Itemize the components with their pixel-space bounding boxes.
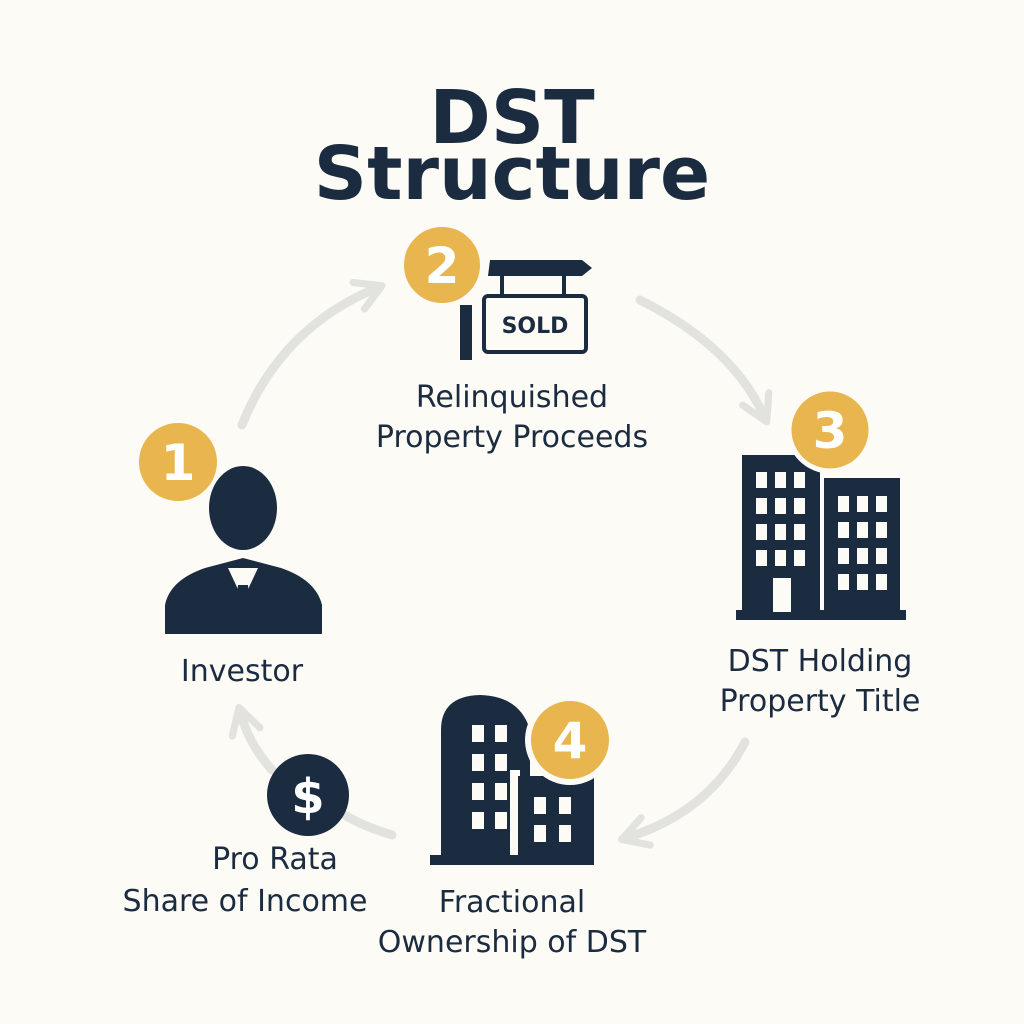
sold-sign-icon: SOLD [460, 260, 592, 360]
svg-text:4: 4 [553, 712, 588, 770]
title-line-1: DST [429, 75, 595, 161]
arrow-1-to-2 [237, 278, 386, 430]
step-badge-1: 1 [135, 419, 221, 505]
sold-sign-text: SOLD [502, 314, 569, 339]
building-window [857, 496, 868, 512]
building-window [534, 797, 546, 814]
dollar-icon: $ [267, 754, 349, 836]
building-window [756, 498, 767, 514]
income-label-line-2: Share of Income [122, 884, 368, 919]
investor-silhouette-icon [165, 466, 322, 634]
step-badge-4: 4 [525, 695, 615, 785]
building-window [775, 472, 786, 488]
building-window [756, 550, 767, 566]
building-window [472, 754, 484, 771]
building-window [794, 550, 805, 566]
step-badge-3: 3 [786, 386, 874, 474]
step-4-label-line-2: Ownership of DST [377, 925, 647, 960]
building-window [876, 496, 887, 512]
building-window [756, 524, 767, 540]
building-window [495, 754, 507, 771]
building-window [876, 574, 887, 590]
building-window [838, 574, 849, 590]
arrow-4-to-1 [242, 718, 397, 840]
building-window [775, 524, 786, 540]
svg-text:3: 3 [813, 402, 848, 460]
building-window [559, 825, 571, 842]
building-window [794, 472, 805, 488]
step-3-label-line-2: Property Title [719, 684, 921, 719]
building-window [472, 725, 484, 742]
building-window [495, 725, 507, 742]
building-window [838, 548, 849, 564]
building-window [472, 812, 484, 829]
building-window [495, 812, 507, 829]
step-2-label-line-2: Property Proceeds [375, 420, 649, 455]
building-window [857, 548, 868, 564]
building-window [534, 825, 546, 842]
office-buildings-icon [736, 455, 906, 620]
building-window [838, 522, 849, 538]
arrow-2-to-3 [635, 295, 773, 426]
fractional-buildings-icon [430, 695, 594, 865]
building-window [876, 522, 887, 538]
building-window [756, 472, 767, 488]
building-window [857, 574, 868, 590]
building-window [857, 522, 868, 538]
income-label-line-1: Pro Rata [212, 842, 338, 877]
building-window [559, 797, 571, 814]
step-3-label-line-1: DST Holding [727, 644, 913, 679]
building-window [794, 498, 805, 514]
building-window [775, 498, 786, 514]
building-window [775, 550, 786, 566]
svg-text:$: $ [291, 769, 324, 825]
building-window [495, 783, 507, 800]
svg-text:1: 1 [161, 434, 196, 492]
step-badge-2: 2 [400, 223, 484, 307]
building-window [876, 548, 887, 564]
step-4-label-line-1: Fractional [438, 885, 586, 920]
building-window [838, 496, 849, 512]
arrow-3-to-4 [618, 737, 750, 849]
step-2-label-line-1: Relinquished [415, 380, 609, 415]
building-window [472, 783, 484, 800]
step-1-label: Investor [180, 654, 304, 689]
building-window [794, 524, 805, 540]
svg-text:2: 2 [425, 237, 460, 295]
title-line-2: Structure [313, 131, 711, 217]
